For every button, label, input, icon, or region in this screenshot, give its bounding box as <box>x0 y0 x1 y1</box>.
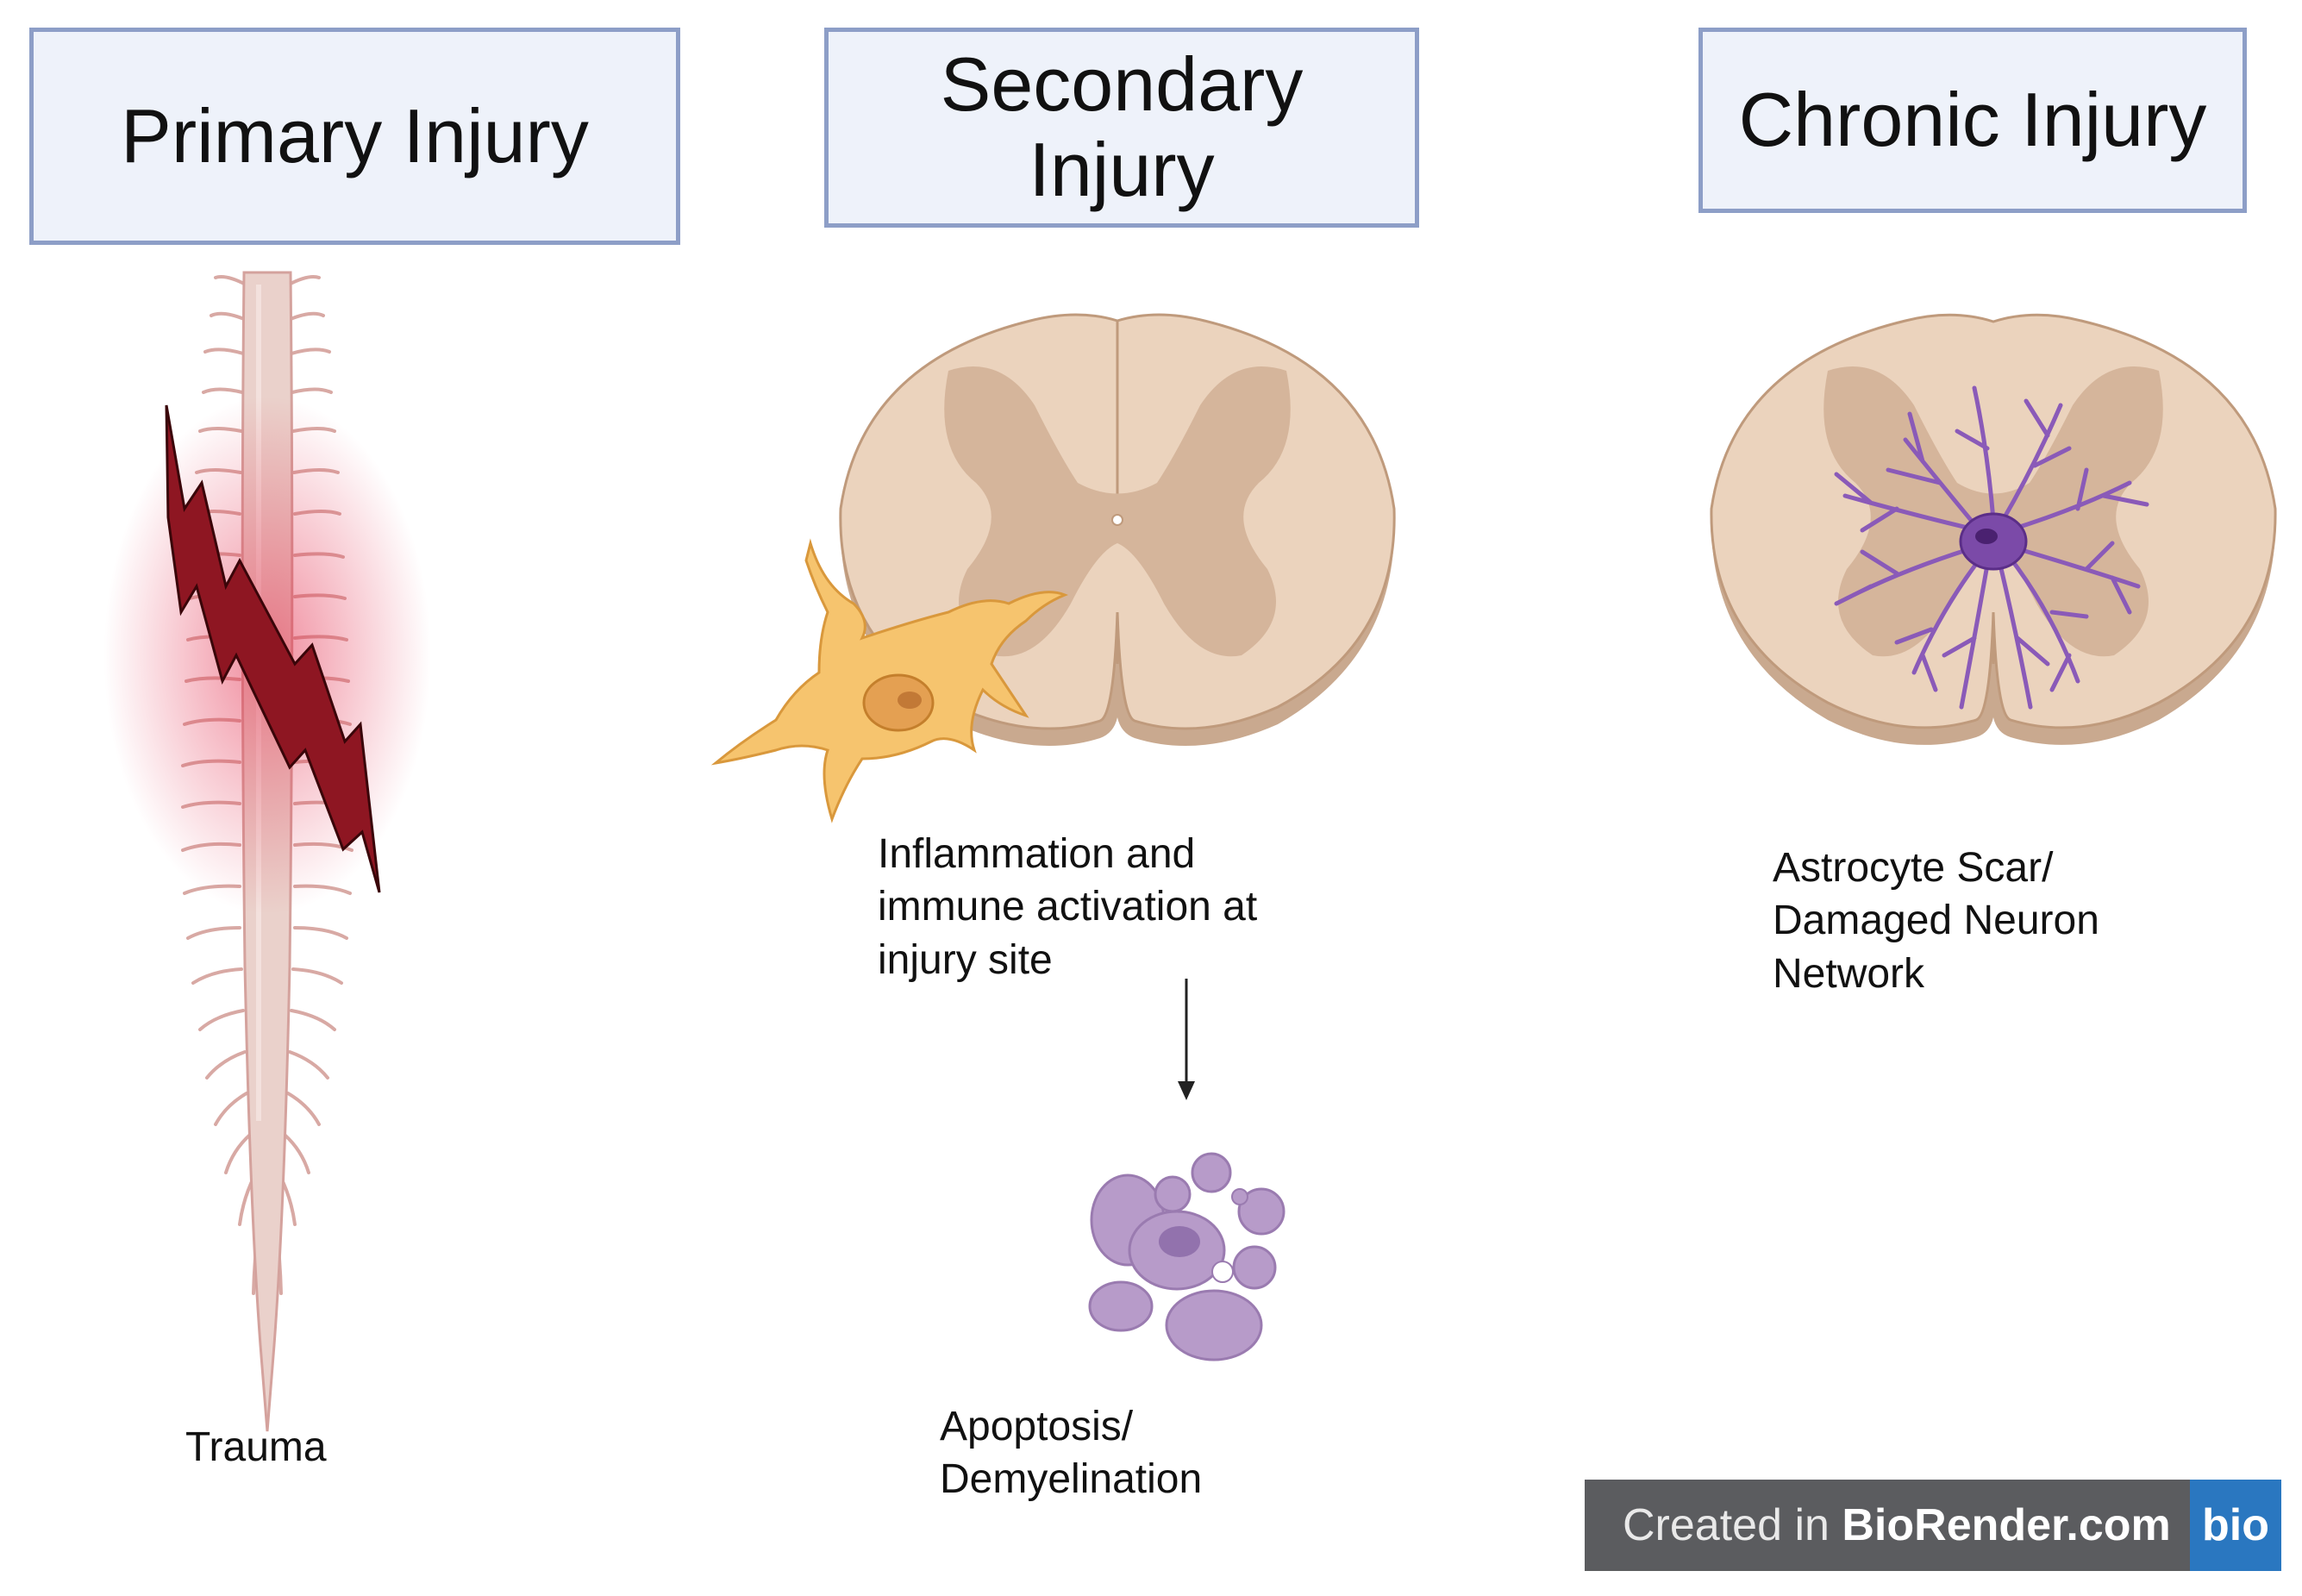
watermark-prefix: Created in <box>1623 1500 1842 1550</box>
header-secondary-injury: Secondary Injury <box>824 28 1419 228</box>
caption-inflammation: Inflammation and immune activation at in… <box>878 831 1258 983</box>
biorender-logo-icon: bio <box>2190 1480 2281 1571</box>
astrocyte-icon <box>1834 385 2149 710</box>
spinal-cord-cross-section-icon <box>839 313 1396 746</box>
biorender-watermark: Created in BioRender.com bio <box>1585 1480 2281 1571</box>
caption-trauma: Trauma <box>185 1424 327 1470</box>
header-primary-label: Primary Injury <box>121 92 589 178</box>
header-secondary-label: Secondary Injury <box>940 41 1304 212</box>
watermark-brand: BioRender.com <box>1842 1500 2171 1550</box>
microglia-cell-icon <box>710 538 1069 823</box>
header-primary-injury: Primary Injury <box>29 28 680 245</box>
lightning-bolt-icon <box>103 397 431 914</box>
header-chronic-injury: Chronic Injury <box>1698 28 2247 213</box>
apoptotic-cell-icon <box>1088 1152 1285 1361</box>
header-chronic-label: Chronic Injury <box>1738 77 2207 163</box>
caption-apoptosis: Apoptosis/ Demyelination <box>940 1404 1203 1503</box>
caption-astrocyte-scar: Astrocyte Scar/ Damaged Neuron Network <box>1773 845 2099 997</box>
process-arrow <box>1178 979 1195 1100</box>
astrocyte-body-icon <box>1959 512 2028 571</box>
watermark-text: Created in BioRender.com <box>1585 1499 2190 1551</box>
